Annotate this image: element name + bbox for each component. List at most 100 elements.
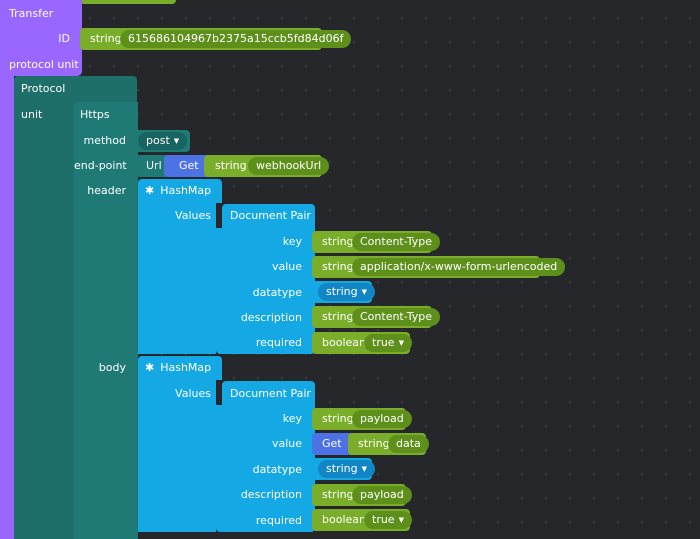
body-key-string-block[interactable]: string payload — [312, 408, 412, 430]
body-required-dropdown[interactable]: true▼ — [364, 511, 412, 529]
header-key-value: Content-Type — [360, 235, 432, 248]
header-pair-title: Document Pair — [230, 209, 311, 222]
protocol-unit-label: unit — [21, 108, 43, 121]
header-hashmap-block[interactable] — [138, 179, 222, 203]
https-title: Https — [80, 108, 110, 121]
body-value-get-label: Get — [322, 437, 342, 450]
header-document-pair-body — [216, 228, 315, 354]
body-value-field[interactable]: data — [388, 435, 429, 453]
body-datatype-value: string — [326, 462, 358, 475]
url-label: Url — [146, 159, 162, 172]
body-required-boolean-block[interactable]: boolean true▼ — [312, 509, 412, 531]
header-datatype-value: string — [326, 285, 358, 298]
body-document-pair-block[interactable] — [222, 381, 315, 405]
body-datatype-label: datatype — [252, 463, 302, 476]
header-description-type: string — [322, 310, 354, 323]
body-value-string-block[interactable]: string data — [348, 433, 429, 455]
header-description-field[interactable]: Content-Type — [352, 308, 440, 326]
header-required-value: true — [372, 336, 395, 349]
body-value-value: data — [396, 437, 421, 450]
protocol-block-arm — [14, 128, 74, 539]
body-description-string-block[interactable]: string payload — [312, 484, 412, 506]
body-key-value: payload — [360, 412, 404, 425]
id-string-block[interactable]: string 615686104967b2375a15ccb5fd84d06f — [80, 28, 352, 50]
id-string-type: string — [90, 32, 122, 45]
https-block[interactable] — [74, 102, 138, 539]
header-value-string-block[interactable]: string application/x-www-form-urlencoded — [312, 256, 566, 278]
body-required-label: required — [255, 514, 302, 527]
body-datatype-dropdown[interactable]: string▼ — [318, 460, 375, 478]
endpoint-label: end-point — [74, 159, 127, 172]
header-description-string-block[interactable]: string Content-Type — [312, 306, 440, 328]
header-required-dropdown[interactable]: true▼ — [364, 334, 412, 352]
header-required-boolean-block[interactable]: boolean true▼ — [312, 332, 412, 354]
header-value-field[interactable]: application/x-www-form-urlencoded — [352, 258, 566, 276]
method-value: post — [146, 134, 170, 147]
gear-icon[interactable]: ✱ — [145, 184, 155, 197]
body-required-value: true — [372, 513, 395, 526]
header-key-label: key — [282, 235, 302, 248]
get-label: Get — [179, 159, 199, 172]
body-required-type: boolean — [322, 513, 366, 526]
header-datatype-block[interactable]: string▼ — [312, 281, 375, 303]
body-key-label: key — [282, 412, 302, 425]
header-hashmap-arm — [138, 203, 216, 354]
method-block[interactable]: post▼ — [134, 130, 190, 152]
body-key-field[interactable]: payload — [352, 410, 412, 428]
gear-icon[interactable]: ✱ — [145, 361, 155, 374]
dropdown-arrow-icon: ▼ — [398, 516, 404, 524]
body-description-label: description — [240, 488, 302, 501]
body-document-pair-body — [216, 405, 315, 532]
transfer-block-arm — [0, 76, 14, 539]
header-datatype-label: datatype — [252, 286, 302, 299]
header-key-field[interactable]: Content-Type — [352, 233, 440, 251]
body-hashmap-title: ✱ HashMap — [145, 361, 211, 375]
id-value-field[interactable]: 615686104967b2375a15ccb5fd84d06f — [120, 30, 352, 48]
transfer-title: Transfer — [9, 7, 54, 20]
header-key-string-block[interactable]: string Content-Type — [312, 231, 440, 253]
body-value-type: string — [358, 437, 390, 450]
method-dropdown[interactable]: post▼ — [138, 132, 188, 150]
header-key-type: string — [322, 235, 354, 248]
header-datatype-dropdown[interactable]: string▼ — [318, 283, 375, 301]
header-values-label: Values — [175, 209, 211, 222]
header-value-value: application/x-www-form-urlencoded — [360, 260, 558, 273]
body-description-value: payload — [360, 488, 404, 501]
transfer-block[interactable] — [0, 0, 82, 76]
protocol-title: Protocol — [21, 82, 66, 95]
transfer-id-label: ID — [58, 32, 70, 45]
body-description-field[interactable]: payload — [352, 486, 412, 504]
body-hashmap-label: HashMap — [160, 361, 212, 374]
method-label: method — [83, 134, 126, 147]
id-value: 615686104967b2375a15ccb5fd84d06f — [128, 32, 344, 45]
body-value-label: value — [271, 437, 302, 450]
transfer-protocol-unit-label: protocol unit — [9, 58, 79, 71]
endpoint-string-type: string — [215, 159, 247, 172]
body-hashmap-block[interactable] — [138, 356, 222, 380]
header-hashmap-title: ✱ HashMap — [145, 184, 211, 198]
endpoint-value: webhookUrl — [256, 159, 322, 172]
header-hashmap-label: HashMap — [160, 184, 212, 197]
body-datatype-block[interactable]: string▼ — [312, 458, 375, 480]
header-required-label: required — [255, 336, 302, 349]
dropdown-arrow-icon: ▼ — [398, 339, 404, 347]
dropdown-arrow-icon: ▼ — [361, 288, 367, 296]
header-description-value: Content-Type — [360, 310, 432, 323]
dropdown-arrow-icon: ▼ — [173, 137, 180, 145]
body-pair-title: Document Pair — [230, 387, 311, 400]
body-values-label: Values — [175, 387, 211, 400]
header-description-label: description — [240, 311, 302, 324]
header-label: header — [87, 184, 126, 197]
header-value-label: value — [271, 260, 302, 273]
header-required-type: boolean — [322, 336, 366, 349]
header-document-pair-block[interactable] — [222, 204, 315, 228]
dropdown-arrow-icon: ▼ — [361, 465, 367, 473]
string-block-stub-top — [80, 0, 176, 4]
body-description-type: string — [322, 488, 354, 501]
header-value-type: string — [322, 260, 354, 273]
endpoint-value-field[interactable]: webhookUrl — [248, 157, 330, 175]
body-hashmap-arm — [138, 380, 216, 532]
endpoint-string-block[interactable]: string webhookUrl — [204, 155, 330, 177]
body-key-type: string — [322, 412, 354, 425]
body-label: body — [98, 361, 126, 374]
